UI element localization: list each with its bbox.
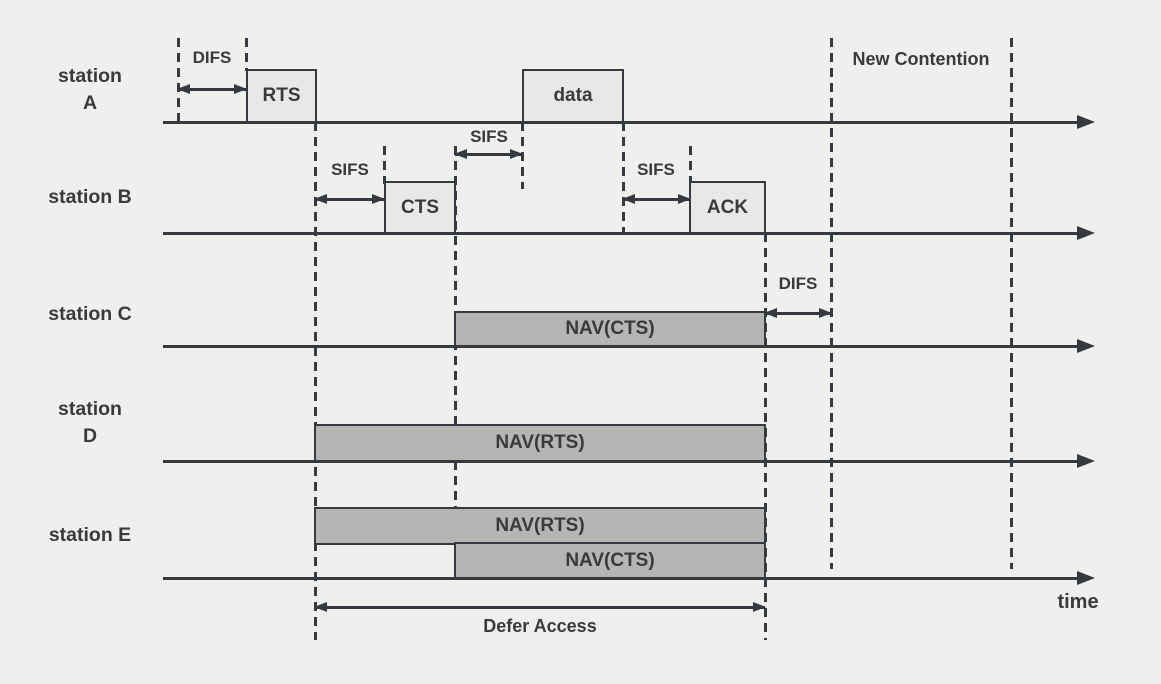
defer-access-label: Defer Access: [483, 616, 597, 636]
station-e-label: station E: [48, 524, 132, 546]
dashed-line-data-end: [622, 122, 625, 234]
sifs-arrow-rts-cts: [314, 194, 385, 203]
sifs-label-data-ack: SIFS: [637, 160, 675, 179]
station-d-label: station D: [25, 396, 155, 450]
difs-label-station-c: DIFS: [778, 274, 818, 293]
nav-rts-bar-station-d: NAV(RTS): [314, 424, 766, 462]
station-a-label-line2: A: [82, 92, 98, 114]
nav-cts-bar-station-e: NAV(CTS): [454, 542, 766, 579]
sifs-arrow-cts-data: [454, 149, 523, 158]
nav-rts-bar-station-e: NAV(RTS): [314, 507, 766, 545]
frame-cts: CTS: [384, 181, 456, 234]
difs-arrow-station-a: [177, 84, 247, 93]
dashed-line-cts-start: [383, 146, 386, 184]
time-axis-label: time: [1057, 591, 1099, 613]
sifs-label-rts-cts: SIFS: [331, 160, 369, 179]
frame-rts: RTS: [246, 69, 317, 123]
dashed-line-rts-end: [314, 122, 317, 640]
dashed-line-rts-start: [245, 38, 248, 71]
dashed-line-cts-end: [454, 146, 457, 578]
frame-data: data: [522, 69, 624, 123]
sifs-label-cts-data: SIFS: [470, 127, 508, 146]
station-b-label: station B: [48, 186, 132, 208]
defer-access-arrow: [314, 602, 766, 611]
dashed-line-new-contention-end: [1010, 38, 1013, 569]
sifs-arrow-data-ack: [622, 194, 691, 203]
station-a-label-line1: station: [58, 65, 122, 87]
dashed-line-difs-start: [177, 38, 180, 122]
station-a-label: station A: [25, 63, 155, 117]
new-contention-label: New Contention: [852, 49, 990, 69]
difs-arrow-station-c: [764, 308, 832, 317]
dashed-line-ack-start: [689, 146, 692, 184]
dashed-line-new-contention-start: [830, 38, 833, 569]
station-c-label: station C: [48, 303, 132, 325]
nav-cts-bar-station-c: NAV(CTS): [454, 311, 766, 347]
timeline-station-b: [163, 227, 1095, 239]
station-d-label-line1: station: [58, 398, 122, 420]
frame-ack: ACK: [689, 181, 766, 234]
station-d-label-line2: D: [82, 425, 98, 447]
difs-label-station-a: DIFS: [192, 48, 232, 67]
